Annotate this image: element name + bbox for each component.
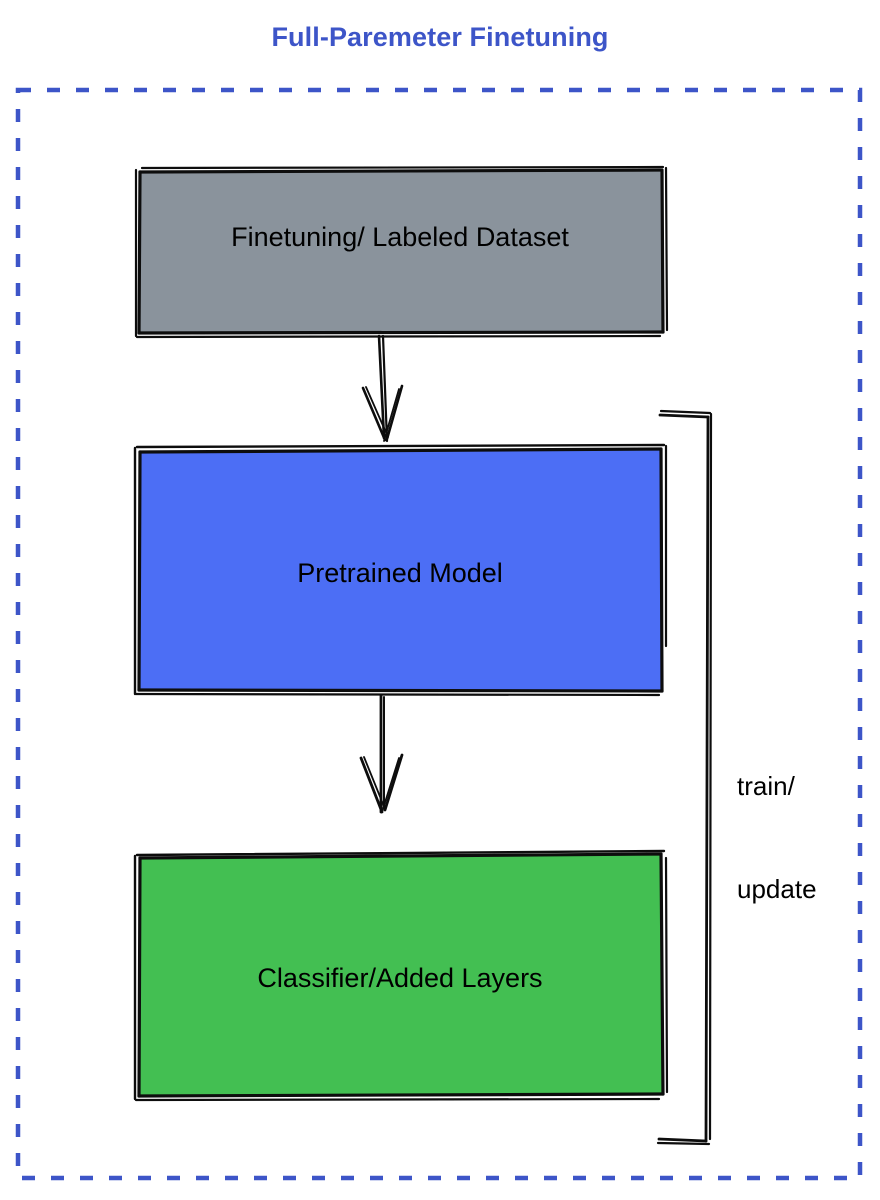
edge-dataset-to-pretrained [361,334,404,443]
arrow1-head-right [385,384,404,441]
arrow1-head-left2 [365,386,389,438]
node-dataset-edge-bottom2 [135,334,662,339]
node-classifier-edge-bottom [137,1092,665,1098]
edge-pretrained-to-classifier [359,693,404,814]
loop-bottom-segment2 [656,1141,711,1146]
loop-top-segment2 [659,409,712,415]
node-dataset-edge-top2 [140,165,665,170]
arrow2-head-left [359,756,384,814]
node-pretrained-edge-top [138,447,663,454]
node-pretrained-edge-bottom2 [134,692,661,697]
arrow2-head-left2 [363,756,386,810]
page-title: Full-Paremeter Finetuning [271,22,609,52]
node-classifier-edge-top [138,852,663,860]
node-dataset-edge-right2 [664,166,669,332]
loop-right-segment [704,415,710,1143]
feedback-loop-label-line2: update [737,873,817,904]
node-pretrained-edge-bottom [137,688,664,693]
loop-right-segment2 [708,412,713,1141]
loop-bottom-segment [657,1137,708,1143]
feedback-loop-label: train/ update [737,700,817,975]
node-classifier-edge-right2 [664,856,669,1094]
edge-feedback-loop [656,409,713,1146]
node-dataset-edge-top [138,168,663,174]
node-pretrained-label: Pretrained Model [297,558,503,588]
arrow2-head-right2 [381,757,400,813]
node-dataset-label: Finetuning/ Labeled Dataset [231,222,569,252]
node-dataset-edge-right [660,168,665,334]
feedback-loop-label-line1: train/ [737,770,795,801]
node-dataset-edge-bottom [137,330,665,335]
arrow1-shaft-b [381,334,389,443]
node-classifier-label: Classifier/Added Layers [257,963,543,993]
node-classifier-edge-bottom2 [134,1097,661,1102]
arrow1-head-left [361,386,387,442]
dashed-border [15,87,863,1181]
node-pretrained-edge-top2 [135,443,666,449]
arrow1-shaft-a [377,334,386,440]
loop-top-segment [658,413,710,419]
node-classifier-edge-top2 [135,849,666,857]
arrow1-head-right2 [383,388,400,442]
arrow2-head-right [383,753,404,812]
